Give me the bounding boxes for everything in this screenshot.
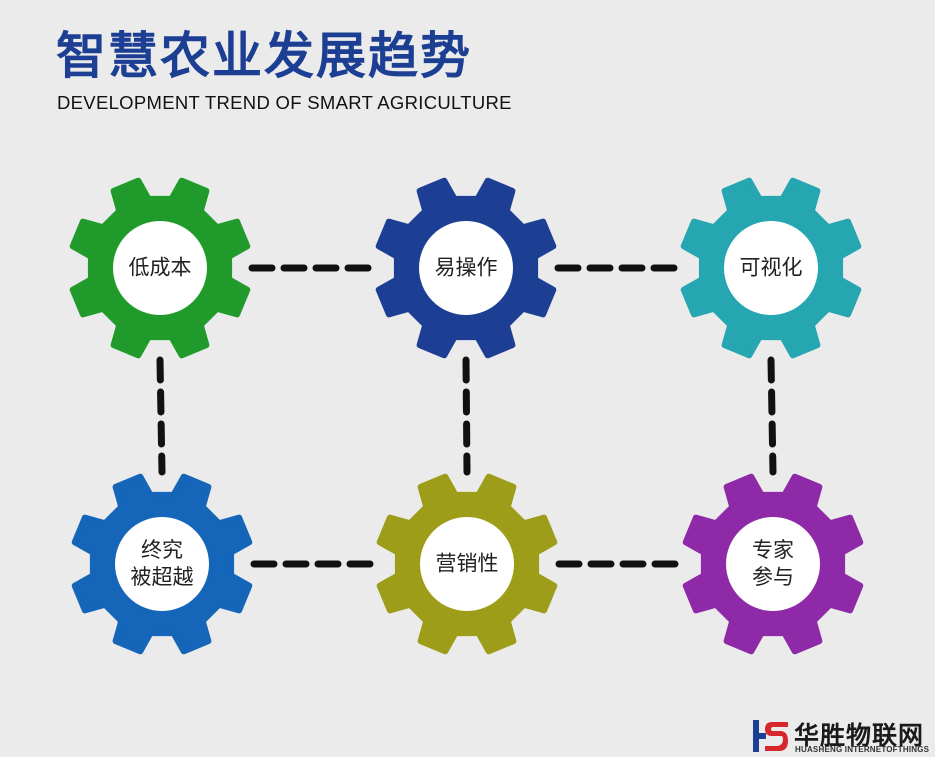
gear-label-low-cost: 低成本 bbox=[128, 255, 192, 280]
gear-label-marketing: 营销性 bbox=[435, 551, 499, 576]
brand-name: 华胜物联网 bbox=[794, 721, 925, 750]
gear-marketing-center bbox=[420, 517, 514, 611]
gear-visualization-center bbox=[724, 221, 818, 315]
gear-label-expert: 专家 参与 bbox=[752, 538, 794, 589]
gear-expert-center bbox=[726, 517, 820, 611]
page-title: 智慧农业发展趋势 bbox=[56, 27, 472, 85]
dashed-connector bbox=[767, 356, 777, 476]
gear-label-surpassed: 终究 被超越 bbox=[130, 538, 194, 589]
hs-logo-icon bbox=[753, 720, 788, 752]
dashed-connector bbox=[156, 356, 166, 476]
gear-shapes bbox=[69, 177, 864, 655]
gear-label-visualization: 可视化 bbox=[739, 255, 803, 280]
brand-subtitle: HUASHENG INTERNETOFTHINGS bbox=[795, 745, 930, 754]
connectors bbox=[156, 264, 777, 568]
page-subtitle: DEVELOPMENT TREND OF SMART AGRICULTURE bbox=[57, 92, 512, 113]
gear-surpassed-center bbox=[115, 517, 209, 611]
gear-label-easy-operation: 易操作 bbox=[434, 255, 498, 280]
gear-easy-operation-center bbox=[419, 221, 513, 315]
dashed-connector bbox=[462, 356, 471, 476]
gear-low-cost-center bbox=[113, 221, 207, 315]
